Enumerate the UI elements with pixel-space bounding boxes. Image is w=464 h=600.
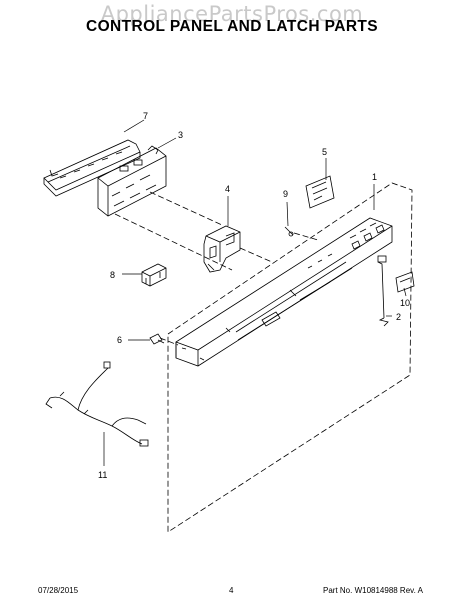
part-2-cable (377, 255, 389, 327)
part-4-latch (203, 225, 241, 273)
callout-labels: 7 3 4 5 9 1 8 6 2 10 11 (98, 111, 410, 480)
footer-page-number: 4 (229, 586, 234, 595)
page-title: CONTROL PANEL AND LATCH PARTS (85, 18, 379, 35)
part-1-control-panel (175, 217, 393, 367)
callout-9: 9 (283, 189, 288, 199)
part-7-bracket (43, 139, 141, 197)
callout-leaders (103, 119, 407, 466)
callout-4: 4 (225, 184, 230, 194)
callout-7: 7 (143, 111, 148, 121)
callout-6: 6 (117, 335, 122, 345)
callout-2: 2 (396, 312, 401, 322)
part-6-screw (149, 333, 165, 345)
footer-date: 07/28/2015 (38, 586, 79, 595)
part-3-control-board (97, 145, 167, 217)
part-9-screw (284, 226, 294, 237)
part-11-wire-harness (45, 361, 149, 447)
part-10-label (395, 271, 415, 293)
callout-10: 10 (400, 298, 410, 308)
callout-1: 1 (372, 172, 377, 182)
assembly-leaders (114, 191, 319, 346)
callout-3: 3 (178, 130, 183, 140)
part-5-label (305, 175, 335, 209)
dashed-outline (167, 182, 413, 533)
part-8-clip (141, 263, 167, 287)
callout-8: 8 (110, 270, 115, 280)
watermark: AppliancePartsPros.com (100, 2, 364, 26)
callout-11: 11 (98, 470, 107, 480)
footer-part-number: Part No. W10814988 Rev. A (323, 586, 423, 595)
callout-5: 5 (322, 147, 327, 157)
